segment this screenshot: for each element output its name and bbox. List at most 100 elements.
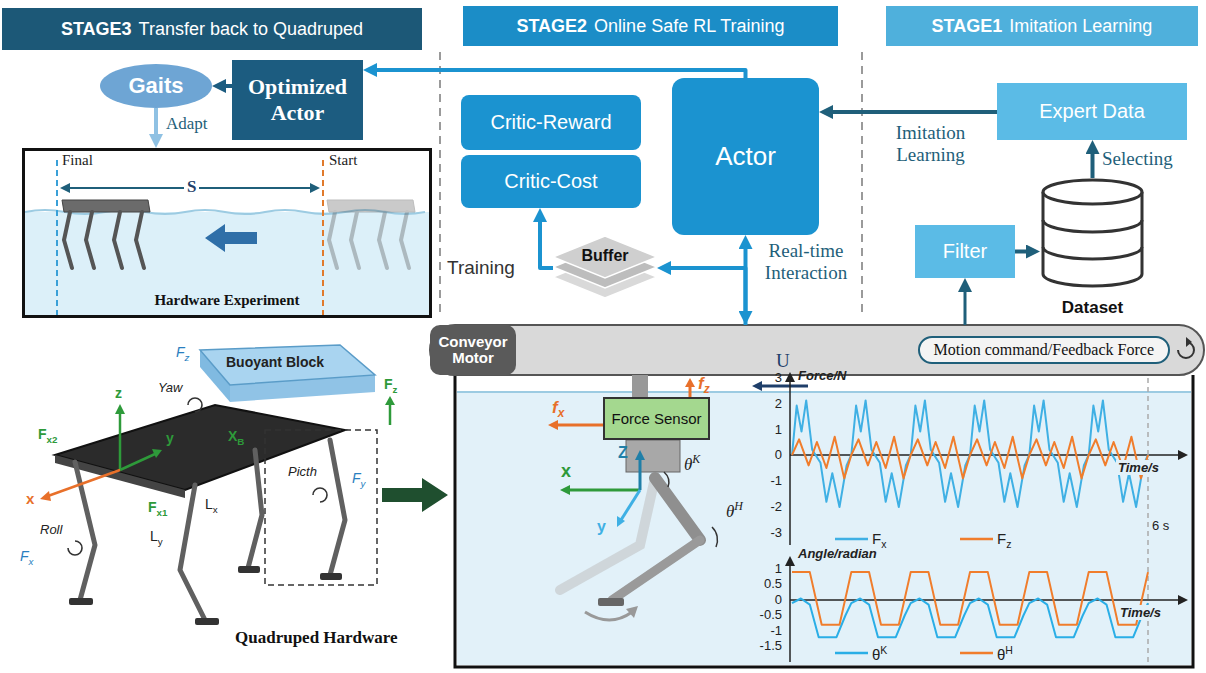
stage-header-text: STAGE3 xyxy=(61,19,132,40)
axis-label: Z xyxy=(618,444,628,462)
conveyor-motor-box: Conveyor Motor xyxy=(430,325,516,375)
tick-label: -2 xyxy=(752,499,782,514)
connector-arrow xyxy=(964,284,967,325)
tick-label: 0 xyxy=(752,592,782,607)
connector-arrow xyxy=(663,268,746,325)
tick-label: 2 xyxy=(752,396,782,411)
rotation-label: Picth xyxy=(288,464,317,479)
critic-box: Critic-Reward xyxy=(461,95,641,150)
charts xyxy=(785,372,1188,662)
buffer-symbol xyxy=(553,236,657,300)
conveyor-band-text: Motion command/Feedback Force xyxy=(918,336,1170,364)
expert-data-box-text: Expert Data xyxy=(1039,100,1145,123)
buffer-layer xyxy=(553,236,657,278)
critic-box-text: Critic-Cost xyxy=(504,170,597,193)
connector-arrow xyxy=(154,108,158,142)
tick-label: 1 xyxy=(752,422,782,437)
legend-text: θH xyxy=(997,644,1013,663)
edge-label: Selecting xyxy=(1102,148,1173,170)
tick-label: 3 xyxy=(752,370,782,385)
angle-label: θH xyxy=(726,499,743,522)
actor-box: Actor xyxy=(672,78,819,235)
force-label: fx xyxy=(552,398,564,420)
axis-label: y xyxy=(166,430,174,446)
stage-header-text: Imitation Learning xyxy=(1009,16,1152,37)
axis-title: Force/N xyxy=(798,368,846,383)
part-label: Buoyant Block xyxy=(226,354,324,370)
rotation-label: Yaw xyxy=(158,380,182,395)
cylinder-symbol xyxy=(1040,178,1145,290)
signal-label: U xyxy=(776,350,790,372)
force-sensor-box-text: Force Sensor xyxy=(611,410,701,427)
force-sensor-box: Force Sensor xyxy=(603,397,710,440)
axis-label: z xyxy=(115,385,122,401)
knee-angle-curve xyxy=(792,599,1148,638)
stage-header: STAGE2 Online Safe RL Training xyxy=(463,6,838,46)
buffer-stack-text: Buffer xyxy=(581,247,628,265)
connector-arrow xyxy=(540,214,553,268)
dimension-label: Ly xyxy=(150,528,163,547)
legend-text: Fz xyxy=(997,530,1011,550)
tick-label: -3 xyxy=(752,525,782,540)
figure-caption: Quadruped Hardware xyxy=(235,628,398,648)
tick-label: 1 xyxy=(752,561,782,576)
conveyor-band: Motion command/Feedback Force Conveyor Mo… xyxy=(430,325,1206,375)
connector-arrow xyxy=(825,110,997,114)
marker-label: Start xyxy=(329,152,357,169)
stage-header-text: STAGE2 xyxy=(516,16,587,37)
force-label: Fx2 xyxy=(38,426,57,445)
axis-label: XB xyxy=(228,428,244,447)
axis-label: x xyxy=(561,461,571,482)
stage-header-text: Online Safe RL Training xyxy=(594,16,784,37)
force-label: Fz xyxy=(176,344,189,363)
tick-label: -1.5 xyxy=(752,638,782,653)
legend-text: θK xyxy=(872,644,887,663)
tick-label: 0.5 xyxy=(752,576,782,591)
quadruped-drawing xyxy=(40,345,448,625)
conveyor-motor-box-text: Conveyor Motor xyxy=(432,334,514,367)
connector-arrow xyxy=(369,70,746,78)
axis-title: Time/s xyxy=(1118,605,1163,620)
axis-label: y xyxy=(597,518,606,536)
edge-label: Training xyxy=(447,257,515,279)
time-marker: 6 s xyxy=(1152,518,1169,533)
force-label: Fx xyxy=(20,548,33,567)
stage-header: STAGE3 Transfer back to Quadruped xyxy=(2,8,422,50)
gaits-ellipse-text: Gaits xyxy=(128,73,183,99)
connector-arrow xyxy=(218,84,232,88)
dataset-cylinder-text: Dataset xyxy=(1062,298,1123,318)
cylinder-ring xyxy=(1043,220,1142,259)
edge-label: Imitation Learning xyxy=(878,122,983,166)
tick-label: 0 xyxy=(752,447,782,462)
tank-scene xyxy=(430,325,1204,665)
critic-box: Critic-Cost xyxy=(461,155,641,208)
hip-angle-curve xyxy=(792,572,1148,625)
cylinder-top xyxy=(1043,180,1142,204)
filter-box-text: Filter xyxy=(943,240,987,263)
connector-arrow xyxy=(1091,146,1095,178)
filter-box: Filter xyxy=(915,225,1015,278)
force-label: Fz xyxy=(384,376,397,395)
cylinder-body xyxy=(1043,192,1142,286)
dataset-cylinder: Dataset xyxy=(1040,178,1145,318)
dimension-label: Lx xyxy=(205,496,218,515)
tick-label: -1 xyxy=(752,623,782,638)
force-label: Fx1 xyxy=(148,499,167,518)
force-label: fz xyxy=(698,374,710,396)
angle-label: θK xyxy=(684,452,700,475)
tick-label: -1 xyxy=(752,473,782,488)
edge-label: Real-time Interaction xyxy=(757,240,855,284)
experiment-frame-text: Hardware Experiment xyxy=(154,292,299,309)
force-z-curve xyxy=(792,437,1148,479)
tick-label: -0.5 xyxy=(752,607,782,622)
buffer-stack: Buffer xyxy=(553,236,657,300)
axis-label: x xyxy=(26,490,34,507)
stage-separators xyxy=(440,52,862,318)
expert-data-box: Expert Data xyxy=(997,83,1187,140)
panel-frame xyxy=(455,375,1193,667)
force-label: Fy xyxy=(352,470,365,489)
axis-title: Angle/radian xyxy=(798,546,877,561)
stage-header-text: STAGE1 xyxy=(932,16,1003,37)
stage-header: STAGE1 Imitation Learning xyxy=(886,6,1198,46)
stage-header-text: Transfer back to Quadruped xyxy=(139,19,363,40)
